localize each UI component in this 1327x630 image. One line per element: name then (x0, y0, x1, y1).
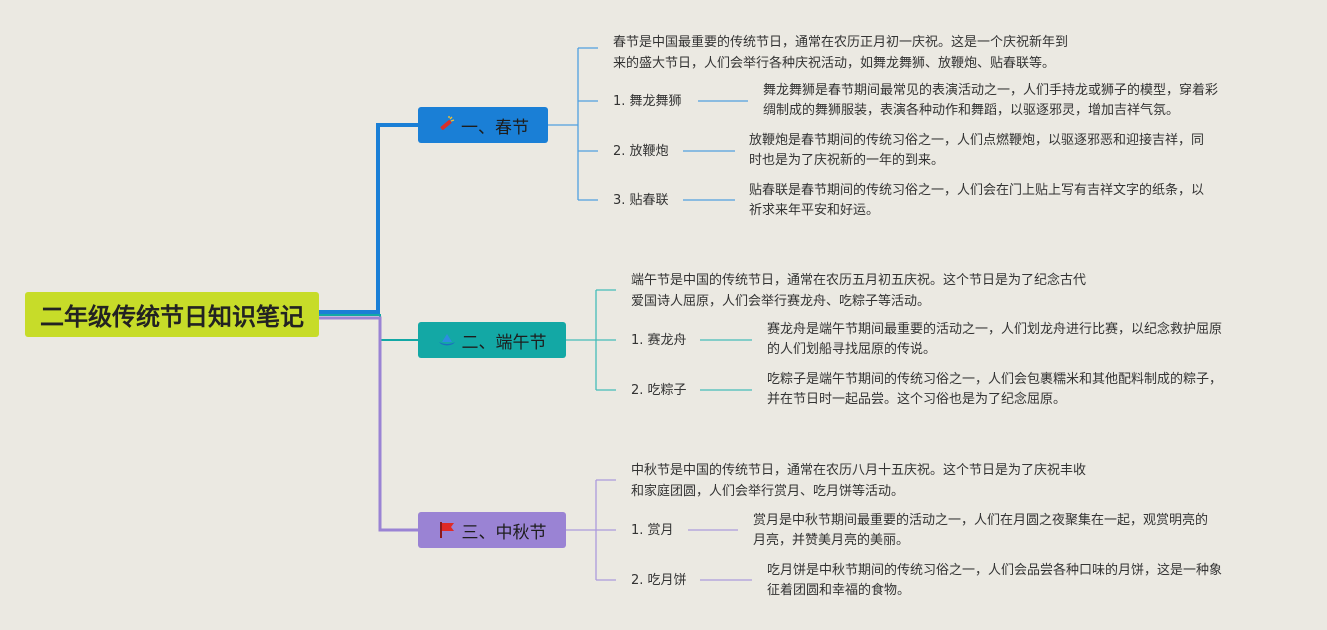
connectors-dragon (566, 289, 752, 391)
branch-dragon-title: 二、端午节 (461, 332, 547, 353)
dragon-intro-line-2: 爱国诗人屈原，人们会举行赛龙舟、吃粽子等活动。 (631, 294, 931, 309)
midautumn-item-1-desc: 赏月是中秋节期间最重要的活动之一，人们在月圆之夜聚集在一起，观赏明亮的 月亮，并… (753, 511, 1208, 551)
spring-item-1-desc-line-2: 绸制成的舞狮服装，表演各种动作和舞蹈，以驱逐邪灵，增加吉祥气氛。 (763, 103, 1180, 118)
spring-item-1-desc: 舞龙舞狮是春节期间最常见的表演活动之一，人们手持龙或狮子的模型，穿着彩 绸制成的… (763, 81, 1218, 121)
spring-item-3-desc: 贴春联是春节期间的传统习俗之一，人们会在门上贴上写有吉祥文字的纸条，以 祈求来年… (749, 181, 1204, 221)
spring-item-3-desc-line-1: 贴春联是春节期间的传统习俗之一，人们会在门上贴上写有吉祥文字的纸条，以 (749, 183, 1205, 198)
spring-item-2-label[interactable]: 2. 放鞭炮 (613, 144, 669, 159)
red-flag-icon (439, 522, 454, 538)
firecracker-icon (440, 116, 455, 130)
midautumn-item-1-desc-line-2: 月亮，并赞美月亮的美丽。 (753, 533, 910, 548)
branch-spring-title: 一、春节 (461, 117, 529, 138)
midautumn-intro: 中秋节是中国的传统节日，通常在农历八月十五庆祝。这个节日是为了庆祝丰收 和家庭团… (631, 460, 1086, 502)
spring-item-2-desc-line-1: 放鞭炮是春节期间的传统习俗之一，人们点燃鞭炮，以驱逐邪恶和迎接吉祥，同 (749, 133, 1205, 148)
branch-midautumn-title: 三、中秋节 (461, 522, 547, 543)
spring-intro-line-1: 春节是中国最重要的传统节日，通常在农历正月初一庆祝。这是一个庆祝新年到 (613, 35, 1069, 50)
branch-dragon-boat-festival[interactable]: 二、端午节 (418, 322, 566, 358)
spring-item-3-label[interactable]: 3. 贴春联 (613, 193, 669, 208)
root-topic[interactable]: 二年级传统节日知识笔记 (25, 292, 319, 337)
dragon-item-1-label[interactable]: 1. 赛龙舟 (631, 333, 687, 348)
spring-item-1-desc-line-1: 舞龙舞狮是春节期间最常见的表演活动之一，人们手持龙或狮子的模型，穿着彩 (763, 83, 1219, 98)
midautumn-item-1-label[interactable]: 1. 赏月 (631, 523, 674, 538)
dragon-item-2-label[interactable]: 2. 吃粽子 (631, 383, 687, 398)
midautumn-item-2-desc: 吃月饼是中秋节期间的传统习俗之一，人们会品尝各种口味的月饼，这是一种象 征着团圆… (767, 561, 1222, 601)
dragon-item-2-desc: 吃粽子是端午节期间的传统习俗之一，人们会包裹糯米和其他配料制成的粽子， 并在节日… (767, 370, 1222, 410)
spring-intro: 春节是中国最重要的传统节日，通常在农历正月初一庆祝。这是一个庆祝新年到 来的盛大… (613, 32, 1068, 74)
connectors-midautumn (566, 479, 752, 581)
midautumn-intro-line-2: 和家庭团圆，人们会举行赏月、吃月饼等活动。 (631, 484, 905, 499)
dragon-boat-icon (438, 334, 455, 346)
dragon-intro-line-1: 端午节是中国的传统节日，通常在农历五月初五庆祝。这个节日是为了纪念古代 (631, 273, 1087, 288)
spring-item-2-desc-line-2: 时也是为了庆祝新的一年的到来。 (749, 153, 945, 168)
connector-root-spring (319, 123, 418, 314)
midautumn-item-2-label[interactable]: 2. 吃月饼 (631, 573, 687, 588)
midautumn-item-1-desc-line-1: 赏月是中秋节期间最重要的活动之一，人们在月圆之夜聚集在一起，观赏明亮的 (753, 513, 1209, 528)
spring-item-1-label[interactable]: 1. 舞龙舞狮 (613, 94, 682, 109)
spring-item-3-desc-line-2: 祈求来年平安和好运。 (749, 203, 880, 218)
spring-item-2-desc: 放鞭炮是春节期间的传统习俗之一，人们点燃鞭炮，以驱逐邪恶和迎接吉祥，同 时也是为… (749, 131, 1204, 171)
dragon-item-1-desc-line-2: 的人们划船寻找屈原的传说。 (767, 342, 937, 357)
midautumn-intro-line-1: 中秋节是中国的传统节日，通常在农历八月十五庆祝。这个节日是为了庆祝丰收 (631, 463, 1087, 478)
dragon-item-1-desc-line-1: 赛龙舟是端午节期间最重要的活动之一，人们划龙舟进行比赛，以纪念救护屈原 (767, 322, 1223, 337)
midautumn-item-2-desc-line-1: 吃月饼是中秋节期间的传统习俗之一，人们会品尝各种口味的月饼，这是一种象 (767, 563, 1223, 578)
dragon-item-2-desc-line-2: 并在节日时一起品尝。这个习俗也是为了纪念屈原。 (767, 392, 1067, 407)
midautumn-item-2-desc-line-2: 征着团圆和幸福的食物。 (767, 583, 911, 598)
dragon-intro: 端午节是中国的传统节日，通常在农历五月初五庆祝。这个节日是为了纪念古代 爱国诗人… (631, 270, 1086, 312)
connector-root-midautumn (319, 316, 418, 532)
spring-intro-line-2: 来的盛大节日，人们会举行各种庆祝活动，如舞龙舞狮、放鞭炮、贴春联等。 (613, 56, 1056, 71)
dragon-item-1-desc: 赛龙舟是端午节期间最重要的活动之一，人们划龙舟进行比赛，以纪念救护屈原 的人们划… (767, 320, 1222, 360)
root-title: 二年级传统节日知识笔记 (40, 303, 304, 331)
branch-mid-autumn-festival[interactable]: 三、中秋节 (418, 512, 566, 548)
dragon-item-2-desc-line-1: 吃粽子是端午节期间的传统习俗之一，人们会包裹糯米和其他配料制成的粽子， (767, 372, 1223, 387)
connectors-spring (548, 47, 748, 201)
branch-spring-festival[interactable]: 一、春节 (418, 107, 548, 143)
